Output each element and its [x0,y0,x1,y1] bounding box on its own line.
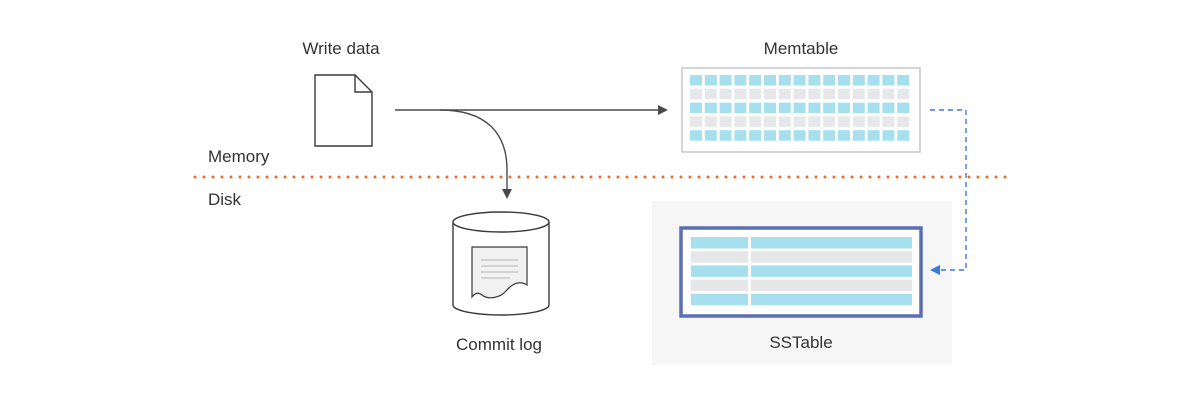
memory-label: Memory [208,147,270,166]
memtable-cell [719,75,732,86]
memtable-cell [719,116,732,127]
memtable-cell [690,88,702,100]
memtable-cell [704,116,717,127]
memtable-cell [823,75,836,86]
memtable-cell [852,102,865,114]
memtable-cell [734,102,747,114]
memtable-cell [749,75,762,86]
memtable-cell [764,116,776,127]
sstable-cell [751,237,912,249]
memtable-cell [882,75,895,86]
memtable-cell [823,116,836,127]
memtable-cell [882,102,895,114]
memtable-cell [704,130,717,141]
memtable-cell [808,102,821,114]
memtable-cell [808,116,821,127]
memtable-cell [852,116,865,127]
memtable-cell [823,130,836,141]
memtable-cell [734,88,747,100]
flush-arrow [930,109,967,275]
memtable-cell [690,102,702,114]
memtable-cell [867,88,880,100]
memtable-cell [838,88,850,100]
memtable-cell [867,116,880,127]
memtable-cell [764,75,776,86]
memtable-cell [882,88,895,100]
memtable-cell [749,116,762,127]
memtable-cell [897,116,910,127]
write-data-label: Write data [302,39,380,58]
memtable-cell [764,130,776,141]
memtable-cell [823,88,836,100]
memtable-cell [764,102,776,114]
sstable-grid [691,237,912,306]
memtable-cell [778,102,791,114]
memtable-cell [764,88,776,100]
memtable-cell [719,102,732,114]
commit-log-label: Commit log [456,335,542,354]
memtable-grid [690,75,910,141]
memtable-cell [793,75,806,86]
sstable-cell [691,293,748,306]
memtable-cell [897,88,910,100]
memtable-cell [867,130,880,141]
memtable-cell [793,116,806,127]
sstable-cell [751,279,912,292]
memtable-cell [897,130,910,141]
memtable-cell [838,116,850,127]
memtable-cell [838,75,850,86]
memtable-cell [867,102,880,114]
memtable-cell [690,130,702,141]
memtable-label: Memtable [764,39,839,58]
memtable-cell [749,130,762,141]
write-to-commit-log-arrow [439,109,512,199]
memtable-cell [852,130,865,141]
sstable-cell [751,265,912,277]
memtable-cell [867,75,880,86]
memtable-cell [719,130,732,141]
memtable-cell [778,88,791,100]
memtable-cell [793,88,806,100]
memtable-cell [734,130,747,141]
memtable-cell [749,88,762,100]
memtable-cell [838,102,850,114]
memtable-cell [734,75,747,86]
commit-log-cylinder-icon [452,211,550,316]
sstable-cell [691,279,748,292]
memtable-cell [704,88,717,100]
disk-label: Disk [208,190,242,209]
memtable-cell [852,88,865,100]
memtable-cell [704,75,717,86]
memtable-cell [897,102,910,114]
memtable-cell [838,130,850,141]
memtable-cell [734,116,747,127]
sstable-label: SSTable [769,333,832,352]
memtable-cell [704,102,717,114]
memtable-cell [793,130,806,141]
memtable-cell [778,116,791,127]
sstable-cell [751,251,912,263]
sstable-cell [691,251,748,263]
memtable-cell [808,88,821,100]
memtable-cell [882,130,895,141]
sstable-cell [691,265,748,277]
memtable-cell [823,102,836,114]
memtable-cell [690,116,702,127]
memtable-cell [852,75,865,86]
memtable-cell [778,130,791,141]
memtable-cell [690,75,702,86]
memtable-cell [808,75,821,86]
memtable-cell [897,75,910,86]
memtable-cell [793,102,806,114]
memtable-cell [808,130,821,141]
memtable-cell [719,88,732,100]
memtable-cell [749,102,762,114]
sstable-cell [691,237,748,249]
sstable-cell [751,293,912,306]
memtable-cell [882,116,895,127]
write-data-document-icon [314,74,373,147]
memtable-cell [778,75,791,86]
